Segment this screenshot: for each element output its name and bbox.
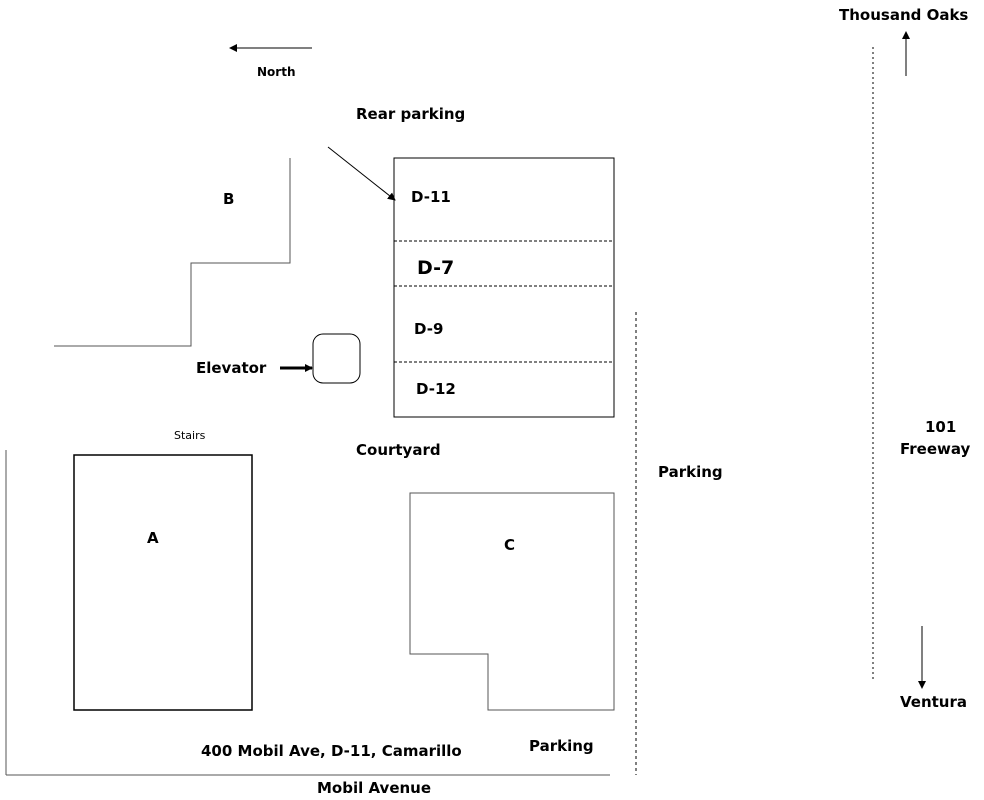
parking-right-label: Parking xyxy=(658,463,723,481)
thousand-oaks-label: Thousand Oaks xyxy=(839,6,968,24)
building-c-label: C xyxy=(504,536,515,554)
freeway-name-label: Freeway xyxy=(900,440,971,458)
building-b-outline xyxy=(54,158,291,347)
north-label: North xyxy=(257,65,295,79)
unit-d7-label: D-7 xyxy=(417,257,454,279)
elevator-icon xyxy=(312,333,361,384)
parking-bottom-label: Parking xyxy=(529,737,594,755)
building-a-label: A xyxy=(147,529,159,547)
unit-d11-label: D-11 xyxy=(411,188,451,206)
freeway-number-label: 101 xyxy=(925,418,956,436)
unit-d9-label: D-9 xyxy=(414,320,443,338)
building-d-outline xyxy=(393,157,615,418)
rear-parking-label: Rear parking xyxy=(356,105,465,123)
address-label: 400 Mobil Ave, D-11, Camarillo xyxy=(201,742,462,760)
unit-d12-label: D-12 xyxy=(416,380,456,398)
street-label: Mobil Avenue xyxy=(317,779,431,797)
building-b-label: B xyxy=(223,190,234,208)
building-a-outline xyxy=(73,454,253,711)
ventura-label: Ventura xyxy=(900,693,967,711)
elevator-label: Elevator xyxy=(196,359,267,377)
courtyard-label: Courtyard xyxy=(356,441,441,459)
building-c-outline xyxy=(409,492,615,711)
rear-parking-pointer-icon xyxy=(327,146,396,201)
stairs-label: Stairs xyxy=(174,429,206,442)
